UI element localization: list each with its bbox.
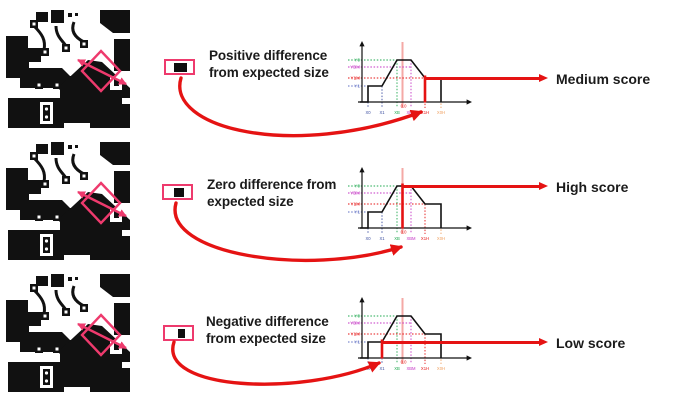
- pcb-copper: [6, 274, 130, 392]
- tick-label: X1: [379, 110, 385, 115]
- case-line-2: expected size: [207, 194, 294, 209]
- tick-label: Y1: [354, 340, 360, 345]
- arrowhead-icon: [539, 73, 548, 82]
- case-line-1: Positive difference: [209, 48, 328, 63]
- tick-label: Y0: [354, 58, 360, 63]
- score-label-low: Low score: [556, 335, 626, 351]
- tick-label: XBM: [406, 366, 416, 371]
- component-diamond-annotation: [77, 313, 127, 357]
- pcb-image-negative-case: [4, 270, 130, 394]
- tick-label: Y1M: [351, 76, 361, 81]
- tick-label: X1H: [421, 366, 429, 371]
- component-body: [174, 187, 184, 197]
- pcb-image-zero-case: [4, 138, 130, 262]
- score-connector-line: [425, 76, 540, 80]
- tick-label: XB: [394, 366, 400, 371]
- tick-label: XBM: [406, 110, 416, 115]
- y-axis-arrow-icon: [359, 41, 365, 47]
- x-axis-arrow-icon: [466, 225, 472, 231]
- tick-label: 0.0: [401, 360, 407, 365]
- tick-label: XBM: [406, 236, 416, 241]
- y-axis-arrow-icon: [359, 167, 365, 173]
- case-line-2: from expected size: [206, 331, 326, 346]
- pcb-copper: [6, 10, 130, 128]
- tick-label: X0: [365, 366, 371, 371]
- tick-label: X0: [365, 110, 371, 115]
- case-label-negative: Negative difference from expected size: [206, 313, 329, 347]
- component-crop-negative: [163, 325, 194, 341]
- tick-label: Y1: [354, 84, 360, 89]
- tick-label: X1: [379, 366, 385, 371]
- measurement-arrow: [77, 58, 127, 86]
- tick-label: XB: [394, 236, 400, 241]
- x-axis-arrow-icon: [466, 99, 472, 105]
- tick-label: XB: [394, 110, 400, 115]
- tick-label: YBM: [350, 321, 360, 326]
- case-label-positive: Positive difference from expected size: [209, 47, 329, 81]
- measurement-arrow: [77, 322, 127, 350]
- y-axis-arrow-icon: [359, 297, 365, 303]
- tick-label: X0: [365, 236, 371, 241]
- tick-label: X1H: [421, 110, 429, 115]
- score-label-medium: Medium score: [556, 71, 651, 87]
- component-body: [178, 328, 185, 338]
- arrowhead-icon: [539, 181, 548, 190]
- component-crop-zero: [162, 184, 193, 200]
- tick-label: X0H: [437, 366, 445, 371]
- membership-curve: [360, 315, 442, 359]
- score-connector-line: [402, 184, 540, 188]
- component-crop-positive: [164, 59, 195, 75]
- arrowhead-icon: [539, 337, 548, 346]
- tick-label: X1H: [421, 236, 429, 241]
- membership-curve: [360, 185, 442, 229]
- tick-label: X0H: [437, 110, 445, 115]
- tick-label: 0.0: [401, 104, 407, 109]
- score-connector-line: [382, 340, 540, 344]
- case-label-zero: Zero difference from expected size: [207, 176, 336, 210]
- tick-label: Y1M: [351, 202, 361, 207]
- tick-label: X1: [379, 236, 385, 241]
- case-line-1: Negative difference: [206, 314, 329, 329]
- membership-curve: [360, 59, 442, 103]
- tick-label: Y1: [354, 210, 360, 215]
- tick-label: Y1M: [351, 332, 361, 337]
- x-axis-arrow-icon: [466, 355, 472, 361]
- component-diamond-annotation: [77, 181, 127, 225]
- component-body: [174, 62, 187, 72]
- tick-label: Y0: [354, 184, 360, 189]
- case-line-1: Zero difference from: [207, 177, 337, 192]
- case-line-2: from expected size: [209, 65, 329, 80]
- tick-label: YBM: [350, 65, 360, 70]
- tick-label: YBM: [350, 191, 360, 196]
- pcb-image-positive-case: [4, 6, 130, 130]
- measurement-arrow: [77, 190, 127, 218]
- score-label-high: High score: [556, 179, 629, 195]
- tick-label: 0.0: [401, 230, 407, 235]
- tick-label: Y0: [354, 314, 360, 319]
- tick-label: X0H: [437, 236, 445, 241]
- component-diamond-annotation: [77, 49, 127, 93]
